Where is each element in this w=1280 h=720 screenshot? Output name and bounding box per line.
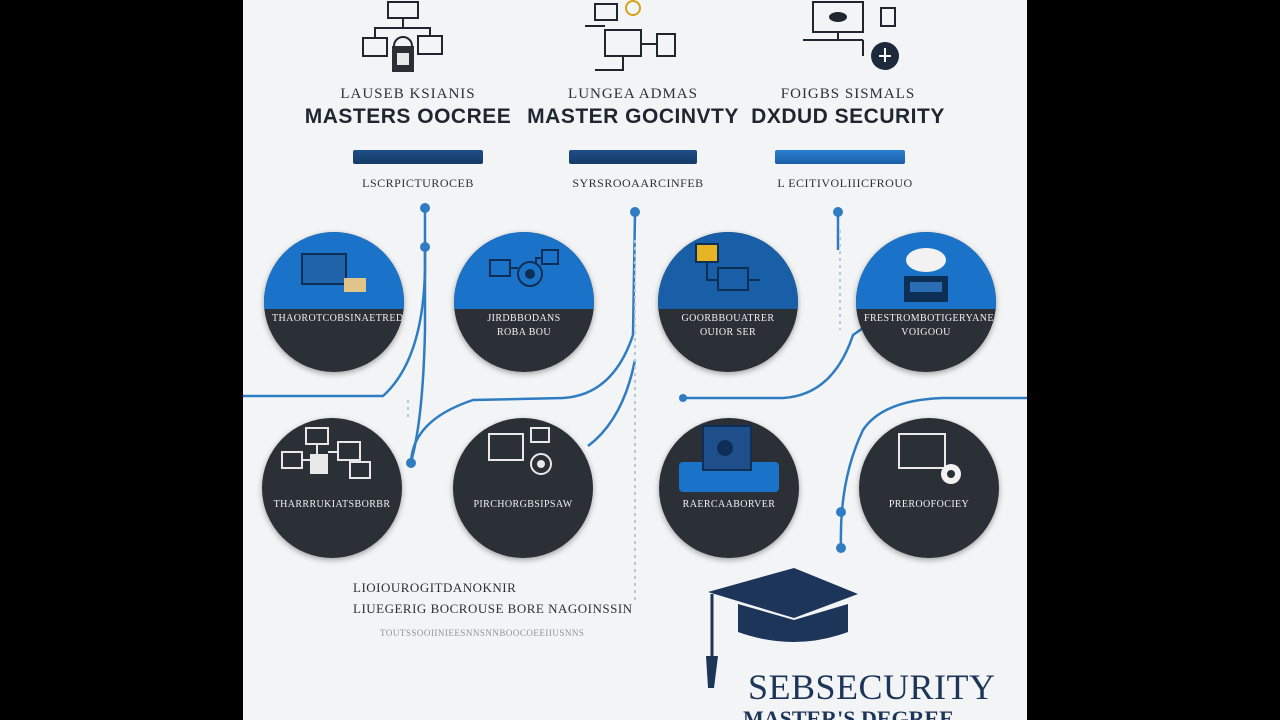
column-3-bar: [775, 150, 905, 164]
bottom-heading: LIOIOUROGITDANOKNIR: [353, 580, 517, 595]
topic-circle-5-label: THARRRUKIATSBORBR: [273, 499, 391, 510]
topic-circle-5[interactable]: THARRRUKIATSBORBR: [262, 418, 402, 558]
column-3: FOIGBS SISMALS DXDUD SECURITY: [733, 86, 963, 129]
monitor-shield-icon: [898, 433, 961, 484]
topic-circle-3-label: GOORBBOUATRER: [681, 313, 775, 324]
column-1-main-title: MASTERS OOCREE: [304, 105, 512, 128]
column-1-sub: LSCRPICTUROCEB: [362, 176, 474, 190]
topic-circle-7-label: RAERCAABORVER: [682, 499, 776, 510]
bottom-fine-print: TOUTSSOOIINIEESNNSNNBOOCOEEIIUSNNS: [380, 628, 585, 638]
cloud-monitor-icon: [803, 1, 899, 70]
network-lock-icon: [362, 1, 443, 72]
cloud-server-icon: [904, 248, 948, 302]
graduation-cap-icon: [706, 568, 858, 688]
column-2-bar: [569, 150, 697, 164]
column-2: LUNGEA ADMAS MASTER GOCINVTY: [518, 86, 748, 129]
topic-circle-3[interactable]: GOORBBOUATRER OUIOR SER: [658, 232, 798, 372]
column-3-small-title: FOIGBS SISMALS: [780, 86, 916, 102]
topic-circle-2[interactable]: JIRDBBODANS ROBA BOU: [454, 232, 594, 372]
topic-circle-7[interactable]: RAERCAABORVER: [659, 418, 799, 558]
column-3-sub: L ECITIVOLIIICFROUO: [777, 176, 913, 190]
hacker-lock-icon: [488, 427, 552, 475]
topic-circle-1[interactable]: THAOROTCOBSINAETRED: [264, 232, 404, 372]
server-monitor-icon: [585, 0, 676, 71]
infographic-poster: LAUSEB KSIANIS MASTERS OOCREE LSCRPICTUR…: [243, 0, 1027, 720]
topic-circle-4-label: FRESTROMBOTIGERYANER: [864, 313, 996, 324]
footer-subtitle: MASTER'S DEGREE: [743, 706, 954, 720]
connector-lines: [243, 203, 1027, 600]
footer-title: SEBSECURITY: [748, 667, 996, 707]
topic-circle-8[interactable]: PREROOFOCIEY: [859, 418, 999, 558]
column-1-small-title: LAUSEB KSIANIS: [340, 86, 476, 102]
topic-circle-4[interactable]: FRESTROMBOTIGERYANER VOIGOOU: [856, 232, 996, 372]
topic-circle-2-label: JIRDBBODANS: [487, 313, 561, 324]
column-2-main-title: MASTER GOCINVTY: [527, 105, 739, 128]
column-3-main-title: DXDUD SECURITY: [751, 105, 945, 128]
devices-network-icon: [281, 427, 371, 479]
server-rack-icon: [702, 425, 752, 471]
column-1-bar: [353, 150, 483, 164]
column-2-sub: SYRSROOAARCINFEB: [572, 176, 704, 190]
network-nodes-icon: [489, 249, 559, 287]
topic-circle-6[interactable]: PIRCHORGBSIPSAW: [453, 418, 593, 558]
column-2-small-title: LUNGEA ADMAS: [568, 86, 698, 102]
topic-circle-1-label: THAOROTCOBSINAETRED: [272, 313, 404, 324]
topic-circle-6-label: PIRCHORGBSIPSAW: [473, 499, 573, 510]
robot-server-icon: [695, 243, 760, 291]
column-1: LAUSEB KSIANIS MASTERS OOCREE: [293, 86, 523, 129]
computer-icon: [301, 253, 366, 292]
bottom-subheading: LIUEGERIG BOCROUSE BORE NAGOINSSIN: [353, 601, 633, 616]
topic-circle-8-label: PREROOFOCIEY: [888, 499, 970, 510]
